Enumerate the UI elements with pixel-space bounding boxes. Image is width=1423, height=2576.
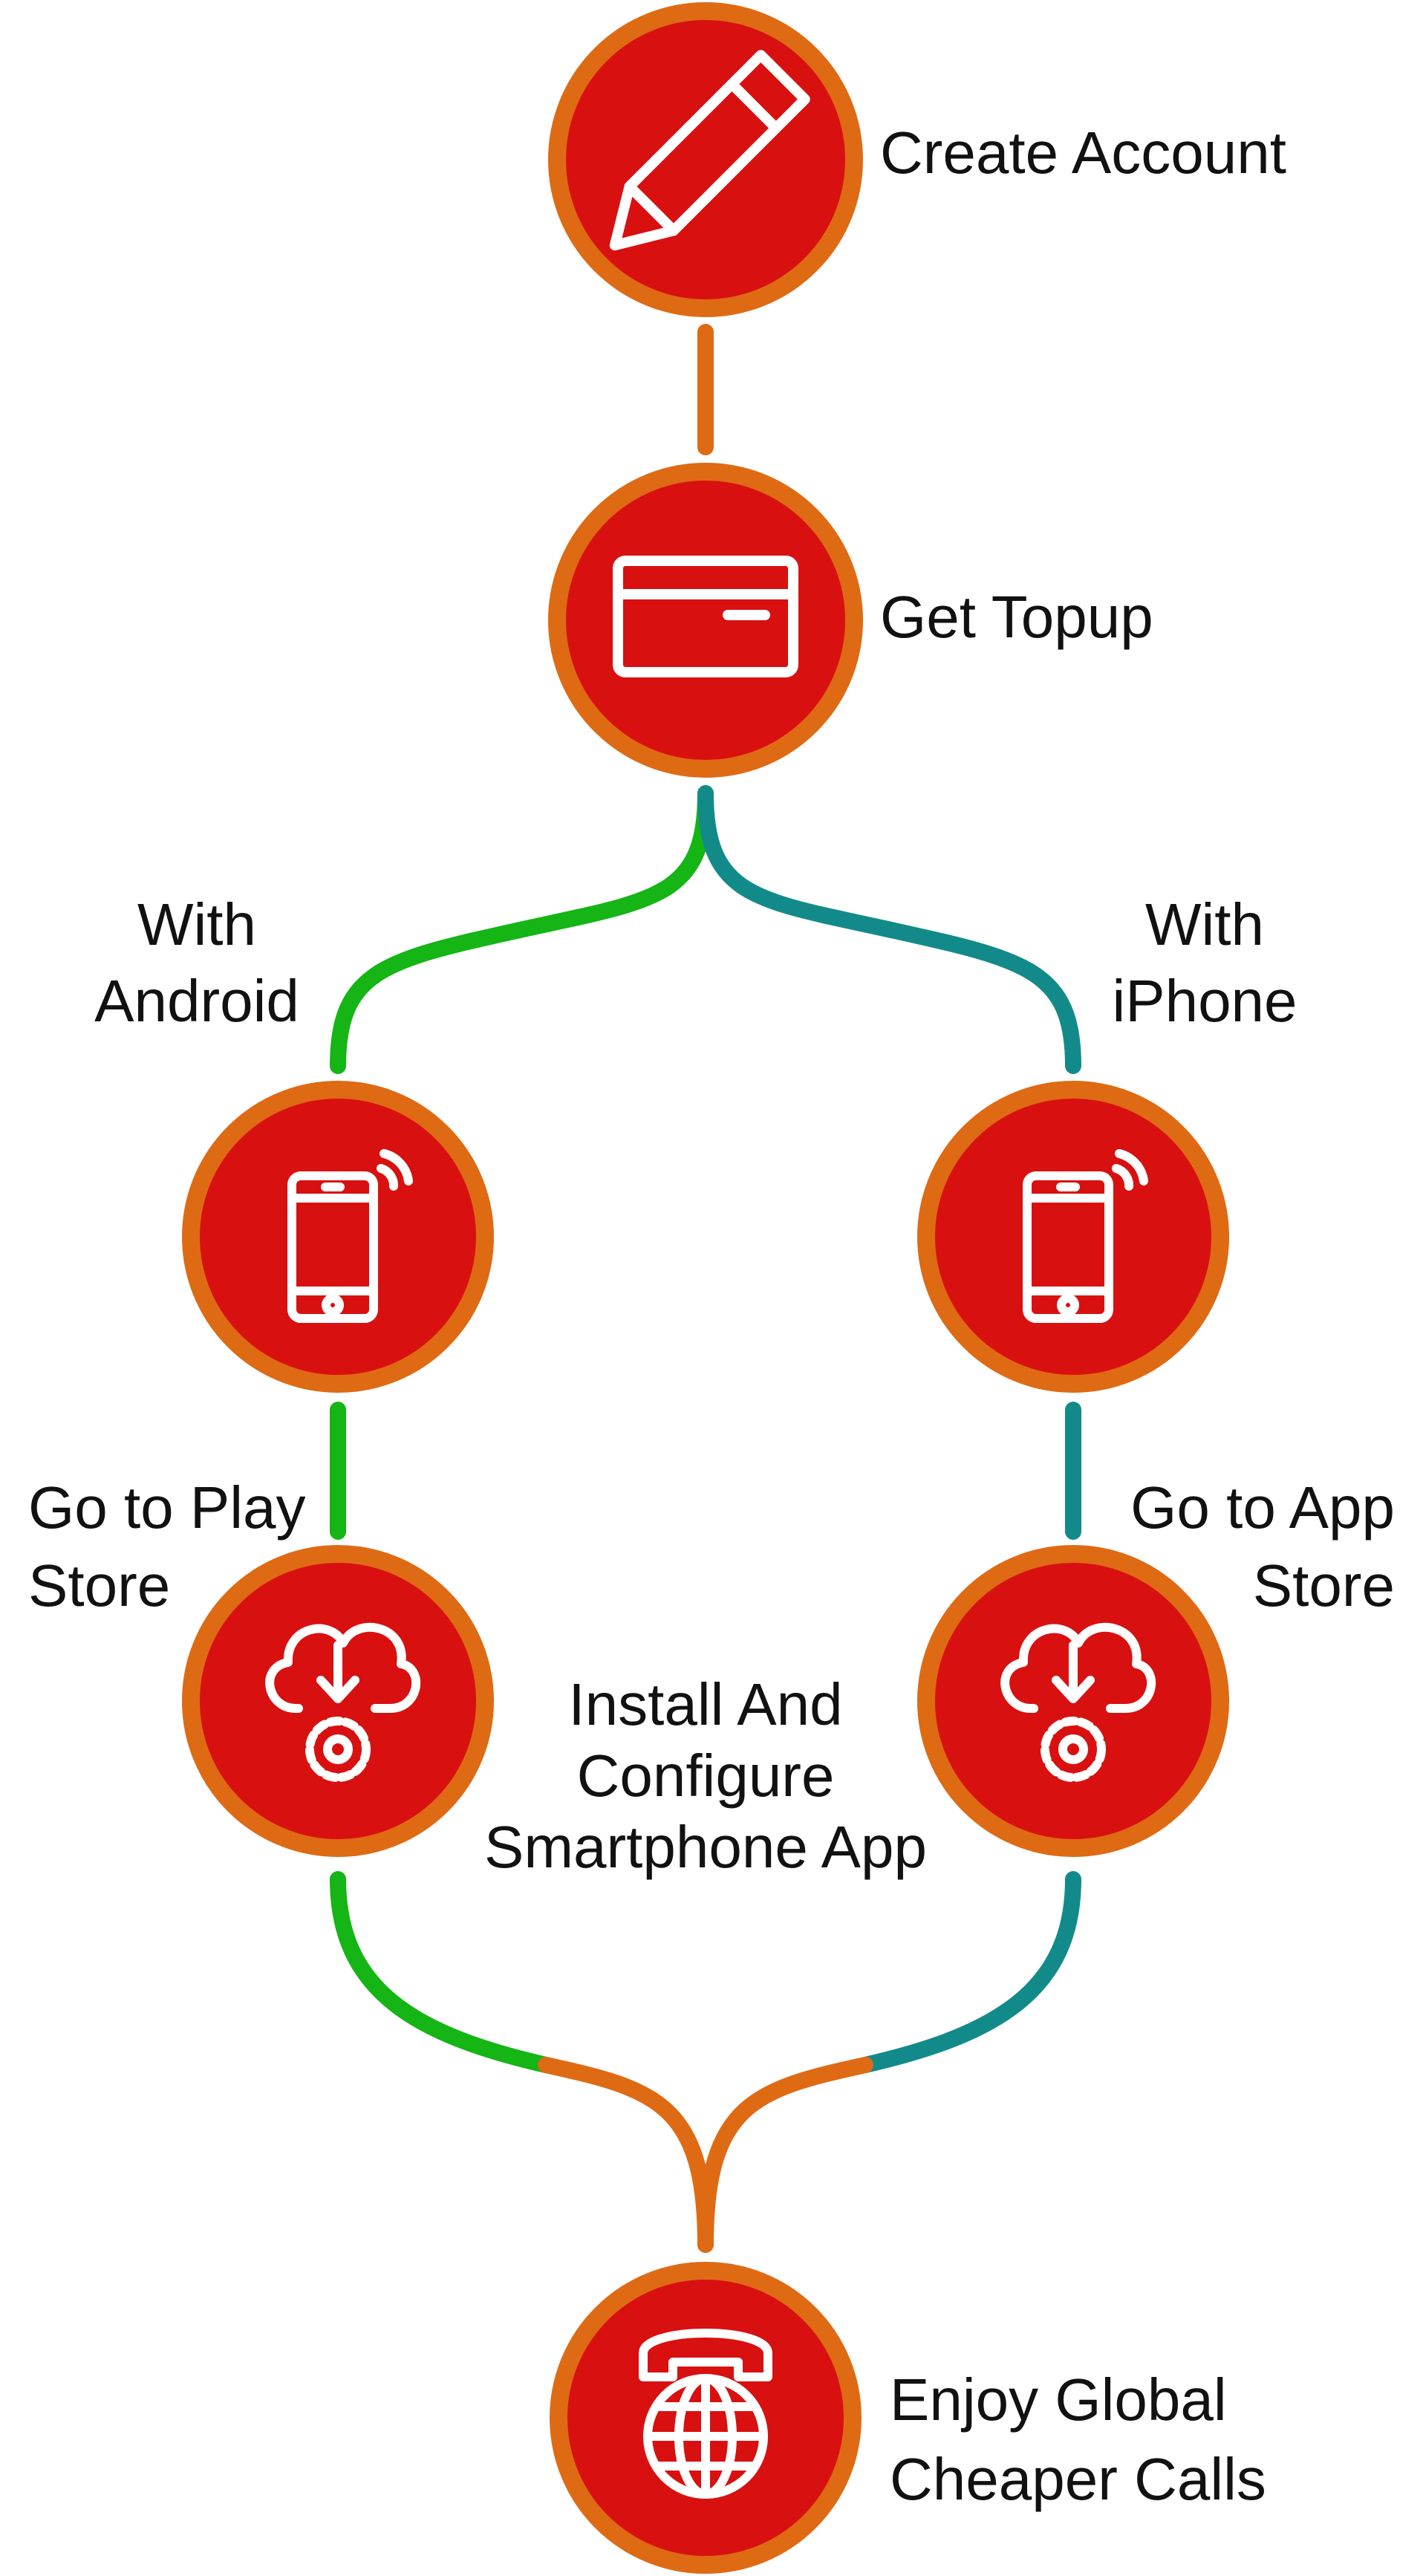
credit-card-icon xyxy=(613,556,798,677)
step-label-enjoy-line1: Enjoy Global xyxy=(890,2367,1227,2433)
step-label-get-topup: Get Topup xyxy=(880,584,1153,650)
connector-topup-iphone xyxy=(697,785,1081,1074)
node-app-store xyxy=(917,1545,1229,1857)
step-label-create-account: Create Account xyxy=(880,120,1286,186)
node-with-iphone xyxy=(917,1081,1229,1393)
cloud-download-gear-icon xyxy=(265,1622,421,1782)
step-label-play-store-line1: Go to Play xyxy=(28,1474,306,1541)
smartphone-icon xyxy=(287,1149,413,1323)
step-label-install-line3: Smartphone App xyxy=(484,1814,927,1880)
connector-playstore-merge-green xyxy=(330,1871,554,2073)
node-with-android xyxy=(182,1081,494,1393)
connector-playstore-merge-orange xyxy=(538,2057,714,2253)
step-label-with-iphone-line1: With xyxy=(1145,891,1264,957)
step-label-with-android-line1: With xyxy=(137,891,256,957)
node-enjoy xyxy=(550,2262,862,2574)
step-label-app-store-line1: Go to App xyxy=(1130,1474,1395,1541)
step-label-install-line1: Install And xyxy=(568,1671,842,1737)
pencil-icon xyxy=(609,50,810,251)
step-label-with-android-line2: Android xyxy=(94,968,299,1034)
connectors xyxy=(330,324,1081,2253)
node-get-topup xyxy=(548,463,863,778)
smartphone-icon xyxy=(1023,1149,1148,1323)
step-label-with-iphone-line2: iPhone xyxy=(1112,968,1297,1034)
connector-topup-android xyxy=(330,785,714,1074)
connector-appstore-merge-orange xyxy=(697,2057,873,2253)
step-label-install-line2: Configure xyxy=(577,1743,835,1809)
cloud-download-gear-icon xyxy=(1000,1622,1156,1782)
step-label-play-store-line2: Store xyxy=(28,1552,170,1619)
phone-globe-icon xyxy=(639,2329,772,2499)
node-create-account xyxy=(548,2,863,317)
node-play-store xyxy=(182,1545,494,1857)
connector-appstore-merge-teal xyxy=(857,1871,1081,2073)
step-label-app-store-line2: Store xyxy=(1253,1552,1395,1619)
step-label-enjoy-line2: Cheaper Calls xyxy=(890,2446,1266,2512)
